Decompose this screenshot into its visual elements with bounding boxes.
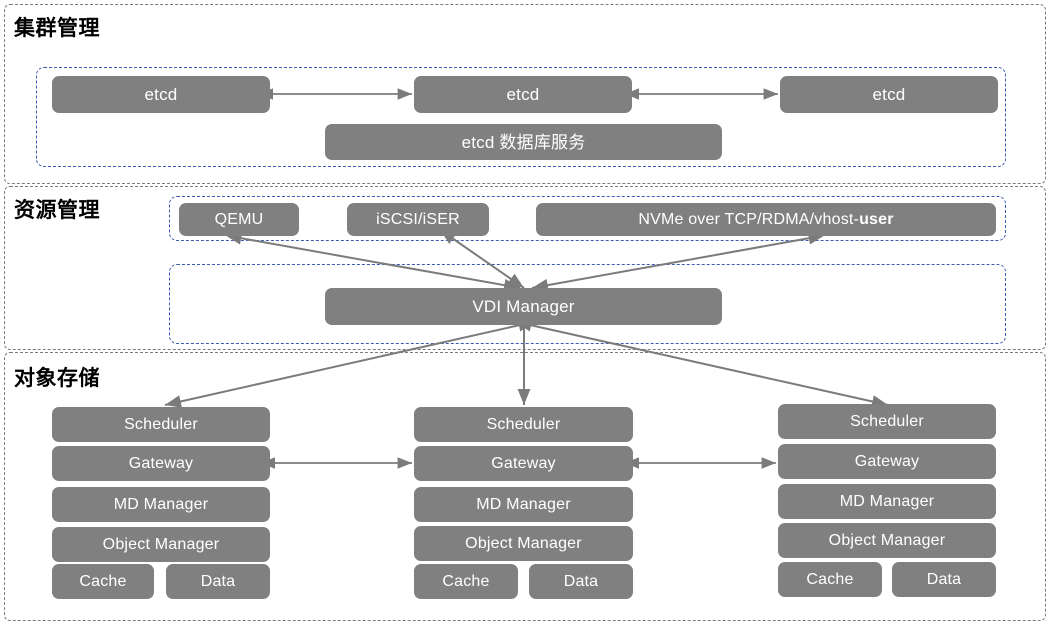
group-etcd-cluster	[36, 67, 1006, 167]
node1-data[interactable]: Data	[166, 564, 270, 599]
etcd-node-3[interactable]: etcd	[780, 76, 998, 113]
protocol-nvme-over-fabrics[interactable]: NVMe over TCP/RDMA/vhost-user	[536, 203, 996, 236]
node3-cache[interactable]: Cache	[778, 562, 882, 597]
node1-md-manager[interactable]: MD Manager	[52, 487, 270, 522]
protocol-qemu[interactable]: QEMU	[179, 203, 299, 236]
node1-cache[interactable]: Cache	[52, 564, 154, 599]
protocol-iscsi-iser[interactable]: iSCSI/iSER	[347, 203, 489, 236]
section-cluster-management	[4, 4, 1046, 184]
etcd-node-2[interactable]: etcd	[414, 76, 632, 113]
protocol-nvme-label-prefix: NVMe over TCP/RDMA/vhost-	[638, 210, 860, 228]
node1-object-manager[interactable]: Object Manager	[52, 527, 270, 562]
node2-cache[interactable]: Cache	[414, 564, 518, 599]
node3-gateway[interactable]: Gateway	[778, 444, 996, 479]
node3-md-manager[interactable]: MD Manager	[778, 484, 996, 519]
section-title-cluster: 集群管理	[14, 17, 100, 40]
node2-data[interactable]: Data	[529, 564, 633, 599]
etcd-node-1[interactable]: etcd	[52, 76, 270, 113]
node2-scheduler[interactable]: Scheduler	[414, 407, 633, 442]
section-title-resource: 资源管理	[14, 199, 100, 222]
node3-object-manager[interactable]: Object Manager	[778, 523, 996, 558]
protocol-nvme-label-suffix: user	[859, 210, 894, 228]
node3-scheduler[interactable]: Scheduler	[778, 404, 996, 439]
vdi-manager[interactable]: VDI Manager	[325, 288, 722, 325]
node1-gateway[interactable]: Gateway	[52, 446, 270, 481]
node2-gateway[interactable]: Gateway	[414, 446, 633, 481]
etcd-database-service[interactable]: etcd 数据库服务	[325, 124, 722, 160]
node2-object-manager[interactable]: Object Manager	[414, 526, 633, 561]
node3-data[interactable]: Data	[892, 562, 996, 597]
section-title-object-storage: 对象存储	[14, 367, 100, 390]
node1-scheduler[interactable]: Scheduler	[52, 407, 270, 442]
node2-md-manager[interactable]: MD Manager	[414, 487, 633, 522]
